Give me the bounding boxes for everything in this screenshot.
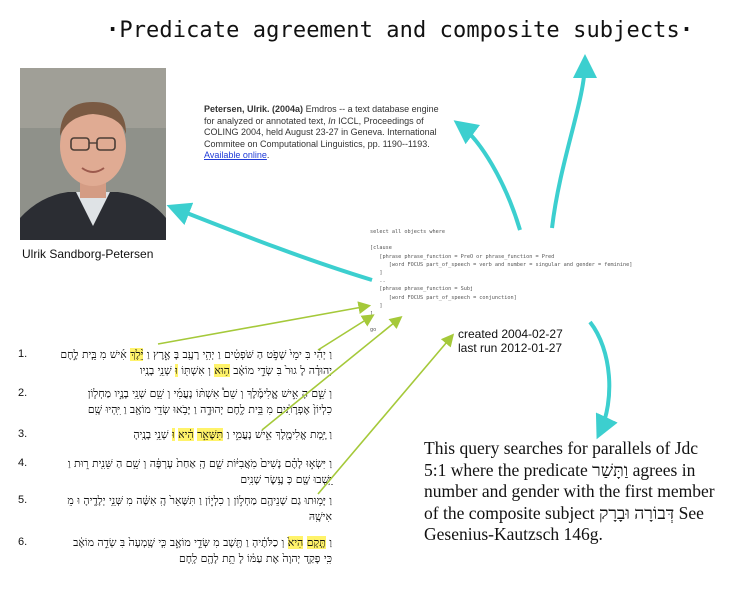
query-line: select all objects where xyxy=(370,229,445,235)
highlighted-word: ה֥וּא xyxy=(214,364,230,377)
query-line: [phrase phrase_function = PreO or phrase… xyxy=(370,253,555,260)
highlighted-word: וּ xyxy=(171,428,175,441)
title-text: Predicate agreement and composite subjec… xyxy=(119,18,680,43)
reference-citation: Petersen, Ulrik. (2004a) Emdros -- a tex… xyxy=(204,104,442,162)
result-text: שְׁנֵ֥י בָנֶֽיהָ xyxy=(133,428,172,441)
result-text: וְ אִשְׁתּ֖וֹ xyxy=(177,364,215,377)
result-number: 5. xyxy=(18,494,28,506)
title-bullet-right: · xyxy=(679,18,694,43)
arrow-result-1b xyxy=(317,314,375,351)
last-run-date: last run 2012-01-27 xyxy=(458,341,563,355)
query-line xyxy=(370,236,670,244)
result-text: וַ יָּמ֥וּתוּ גַם שְׁנֵיהֶ֖ם מַחְל֣וֹן ו… xyxy=(67,494,332,507)
result-line: כִּֽי פָקַ֤ד יְהוָה֙ אֶת עַמּ֔וֹ לָ תֵ֥ת… xyxy=(32,551,332,566)
result-text: וַ יְהִ֗י בִּ ימֵי֙ שְׁפֹ֣ט הַ שֹּׁפְטִ֔… xyxy=(143,348,332,361)
query-line: [clause xyxy=(370,245,392,252)
result-number: 6. xyxy=(18,536,28,548)
highlighted-word: וּ xyxy=(175,364,178,377)
arrow-result-1 xyxy=(157,301,372,345)
result-line: וְ שֵׁ֣ם הָ אִ֣ישׁ אֱֽלִימֶ֡לֶךְ וְ שֵׁם… xyxy=(32,386,332,401)
photo-caption: Ulrik Sandborg-Petersen xyxy=(22,247,154,261)
highlighted-word: תָּ֤קָם xyxy=(306,536,326,549)
arrow-to-title xyxy=(550,54,597,229)
query-line: .. xyxy=(370,278,386,285)
highlighted-word: הִ֔יא xyxy=(178,428,194,441)
title-bullet-left: · xyxy=(106,18,120,43)
created-date: created 2004-02-27 xyxy=(458,327,563,341)
page-title: ·Predicate agreement and composite subje… xyxy=(106,18,693,43)
arrow-to-reference xyxy=(453,120,522,231)
result-text: וְ שֵׁ֣ם הָ אִ֣ישׁ אֱֽלִימֶ֡לֶךְ וְ שֵׁם… xyxy=(87,387,332,400)
result-text: וַ xyxy=(325,536,332,549)
author-photo xyxy=(20,68,166,240)
result-text: וַ יָּ֥מָת אֱלִימֶ֖לֶךְ אִ֣ישׁ נָעֳמִ֑י … xyxy=(223,428,332,441)
result-text: כִלְיוֹן֙ אֶפְרָתִ֔ים מִ בֵּ֥ית לֶ֖חֶם י… xyxy=(87,403,332,416)
result-line: יְהוּדָ֗ה לָ גוּר֙ בִּ שְׂדֵ֣י מוֹאָ֔ב ה… xyxy=(32,363,332,378)
reference-text-part-1: Emdros -- a text database engine for ana… xyxy=(204,104,439,126)
result-number: 1. xyxy=(18,348,28,360)
highlighted-word: הִיא֙ xyxy=(287,536,304,549)
result-text: שְׁנֵ֥י בָנָֽיו xyxy=(139,364,176,377)
result-line: אִישָֽׁהּ xyxy=(32,509,332,524)
reference-available-online-link[interactable]: Available online xyxy=(204,150,267,160)
result-text: אִישָֽׁהּ xyxy=(308,510,332,523)
result-text: כִּֽי פָקַ֤ד יְהוָה֙ אֶת עַמּ֔וֹ לָ תֵ֥ת… xyxy=(179,552,332,565)
query-dates: created 2004-02-27 last run 2012-01-27 xyxy=(458,327,563,355)
query-description: This query searches for parallels of Jdc… xyxy=(424,438,715,544)
query-line xyxy=(370,318,670,326)
result-text: וְ כַלֹּתֶ֔יהָ וַ תָּ֖שָׁב מִ שְּׂדֵ֣י מ… xyxy=(73,536,288,549)
result-line: יֵּ֥שְׁבוּ שָׁ֖ם כְּ עֶ֥שֶׂר שָׁנִֽים xyxy=(32,472,332,487)
result-line: וַ יָּ֥מָת אֱלִימֶ֖לֶךְ אִ֣ישׁ נָעֳמִ֑י … xyxy=(32,427,332,442)
query-line: ] xyxy=(370,302,383,309)
result-text: יֵּ֥שְׁבוּ שָׁ֖ם כְּ עֶ֥שֶׂר שָׁנִֽים xyxy=(240,473,332,486)
arrow-to-photo xyxy=(166,202,373,282)
query-line: ] xyxy=(370,311,374,318)
arrow-to-description xyxy=(588,320,618,440)
result-line: כִלְיוֹן֙ אֶפְרָתִ֔ים מִ בֵּ֥ית לֶ֖חֶם י… xyxy=(32,402,332,417)
reference-author: Petersen, Ulrik. (2004a) xyxy=(204,104,304,114)
result-line: וַ תָּ֤קָם הִיא֙ וְ כַלֹּתֶ֔יהָ וַ תָּ֖ש… xyxy=(32,535,332,550)
reference-venue-emphasis: In xyxy=(328,115,336,126)
query-code-block: select all objects where [clause [phrase… xyxy=(370,228,670,335)
query-line: [phrase phrase_function = Subj xyxy=(370,286,474,293)
result-line: וַ יְהִ֗י בִּ ימֵי֙ שְׁפֹ֣ט הַ שֹּׁפְטִ֔… xyxy=(32,347,332,362)
highlighted-word: יֵּ֨לֶךְ xyxy=(130,348,144,361)
result-text: יְהוּדָ֗ה לָ גוּר֙ בִּ שְׂדֵ֣י מוֹאָ֔ב xyxy=(229,364,332,377)
query-line: ] xyxy=(370,270,383,277)
result-number: 4. xyxy=(18,457,28,469)
result-line: וַ יִּשְׂא֣וּ לָהֶ֗ם נָשִׁים֙ מֹֽאֲבִיּ֔… xyxy=(32,456,332,471)
reference-text-part-2: ICCL, Proceedings of COLING 2004, held A… xyxy=(204,115,437,149)
result-number: 2. xyxy=(18,387,28,399)
reference-end: . xyxy=(266,150,270,160)
result-line: וַ יָּמ֥וּתוּ גַם שְׁנֵיהֶ֖ם מַחְל֣וֹן ו… xyxy=(32,493,332,508)
highlighted-word: תִּשָּׁאֵ֣ר xyxy=(197,428,224,441)
result-number: 3. xyxy=(18,428,28,440)
result-text: וַ יִּשְׂא֣וּ לָהֶ֗ם נָשִׁים֙ מֹֽאֲבִיּ֔… xyxy=(67,457,332,470)
result-text: אִ֜ישׁ מִ בֵּ֧ית לֶ֣חֶם xyxy=(60,348,131,361)
query-line: [word FOCUS part_of_speech = verb and nu… xyxy=(370,261,633,268)
query-line: [word FOCUS part_of_speech = conjunction… xyxy=(370,294,517,301)
